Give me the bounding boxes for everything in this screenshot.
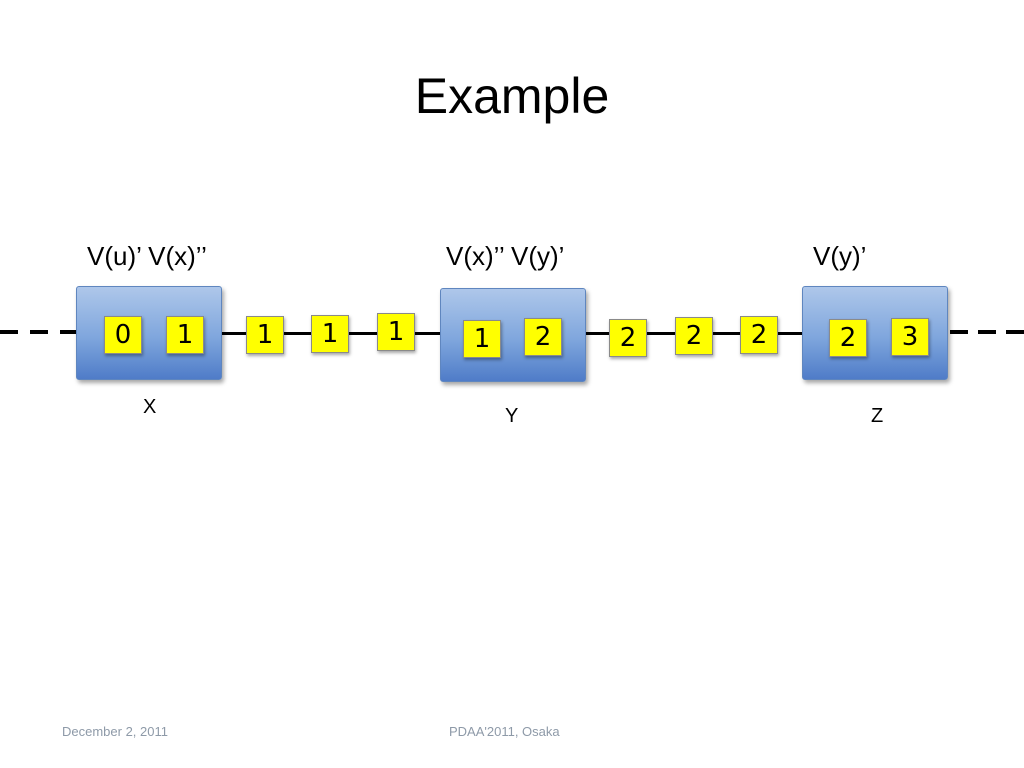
- dashed-line-right: [978, 330, 996, 334]
- node-z-chip: 2: [829, 319, 867, 357]
- dashed-line-left: [60, 330, 78, 334]
- message-chip: 2: [609, 319, 647, 357]
- footer-date: December 2, 2011: [62, 724, 168, 739]
- message-chip: 1: [377, 313, 415, 351]
- node-z-label: Z: [871, 405, 884, 427]
- node-y-label: Y: [505, 405, 519, 427]
- footer-center: PDAA'2011, Osaka: [449, 724, 560, 739]
- node-y-chip: 2: [524, 318, 562, 356]
- dashed-line-left: [0, 330, 18, 334]
- node-y-header: V(x)’’ V(y)’: [446, 241, 565, 271]
- node-x-header: V(u)’ V(x)’’: [87, 241, 207, 271]
- dashed-line-left: [30, 330, 48, 334]
- message-chip: 2: [740, 316, 778, 354]
- message-chip: 2: [675, 317, 713, 355]
- slide-title: Example: [414, 68, 610, 124]
- node-z-header: V(y)’: [813, 241, 867, 271]
- message-chip: 1: [246, 316, 284, 354]
- node-x-chip: 0: [104, 316, 142, 354]
- node-y-box: [440, 288, 586, 382]
- node-y-chip: 1: [463, 320, 501, 358]
- dashed-line-right: [950, 330, 968, 334]
- dashed-line-right: [1006, 330, 1024, 334]
- message-chip: 1: [311, 315, 349, 353]
- node-x-chip: 1: [166, 316, 204, 354]
- node-x-label: X: [143, 396, 157, 418]
- node-z-chip: 3: [891, 318, 929, 356]
